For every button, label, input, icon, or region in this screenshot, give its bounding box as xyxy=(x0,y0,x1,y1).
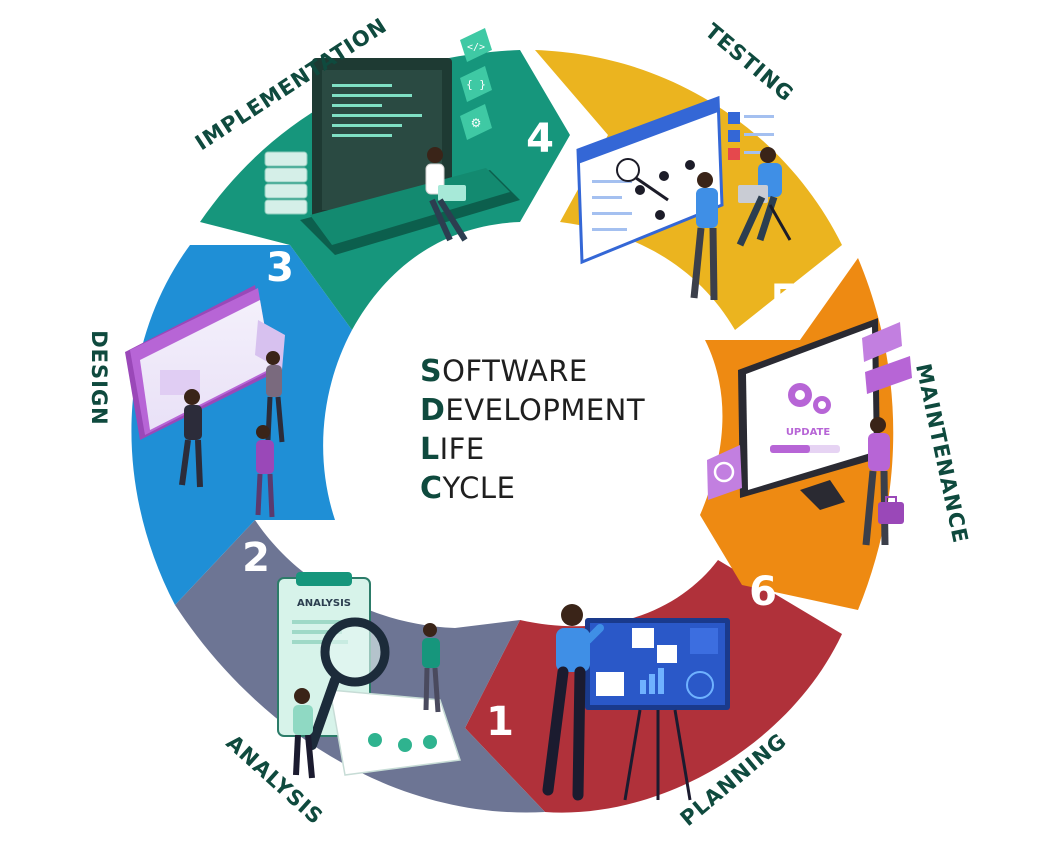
design-illustration xyxy=(125,285,285,518)
update-label: UPDATE xyxy=(786,427,831,438)
refresh-icon xyxy=(707,445,742,500)
stage-label-design: DESIGN xyxy=(87,330,111,426)
gear-icon xyxy=(788,383,831,414)
code-icon: </> xyxy=(460,28,492,62)
analysis-board-title: ANALYSIS xyxy=(297,598,351,609)
magnifier-icon xyxy=(307,617,390,750)
stage-number-4: 4 xyxy=(526,116,554,162)
planning-sticky-note xyxy=(632,628,654,648)
stage-number-6: 6 xyxy=(749,569,777,615)
folder-icon xyxy=(862,322,912,394)
title-line-cycle: CYCLE xyxy=(420,471,516,506)
planning-illustration xyxy=(542,604,730,801)
svg-text:{ }: { } xyxy=(466,78,486,91)
analysis-illustration: ANALYSIS xyxy=(277,572,461,779)
implementation-illustration: </> { } ⚙ xyxy=(264,28,520,255)
checklist xyxy=(728,112,774,160)
gear-icon: ⚙ xyxy=(460,104,492,140)
stage-number-2: 2 xyxy=(242,535,270,581)
braces-icon: { } xyxy=(460,66,492,102)
title-line-development: DEVELOPMENT xyxy=(420,393,646,428)
svg-text:⚙: ⚙ xyxy=(471,116,482,130)
testing-illustration xyxy=(576,95,792,301)
planning-sticky-note xyxy=(657,645,677,663)
stage-number-1: 1 xyxy=(486,699,514,745)
server-stack xyxy=(264,151,308,215)
briefcase-icon xyxy=(878,496,904,524)
stage-label-testing: TESTING xyxy=(701,19,799,107)
stage-number-3: 3 xyxy=(266,245,294,291)
planning-sticky-note xyxy=(596,672,624,696)
title-line-life: LIFE xyxy=(420,432,485,467)
title-line-software: SOFTWARE xyxy=(420,354,588,389)
stage-label-maintenance: MAINTENANCE xyxy=(911,361,973,545)
sdlc-title: SOFTWARE DEVELOPMENT LIFE CYCLE xyxy=(420,352,680,508)
svg-text:</>: </> xyxy=(467,42,485,53)
stage-number-5: 5 xyxy=(770,277,798,323)
maintenance-illustration: UPDATE xyxy=(707,318,912,546)
